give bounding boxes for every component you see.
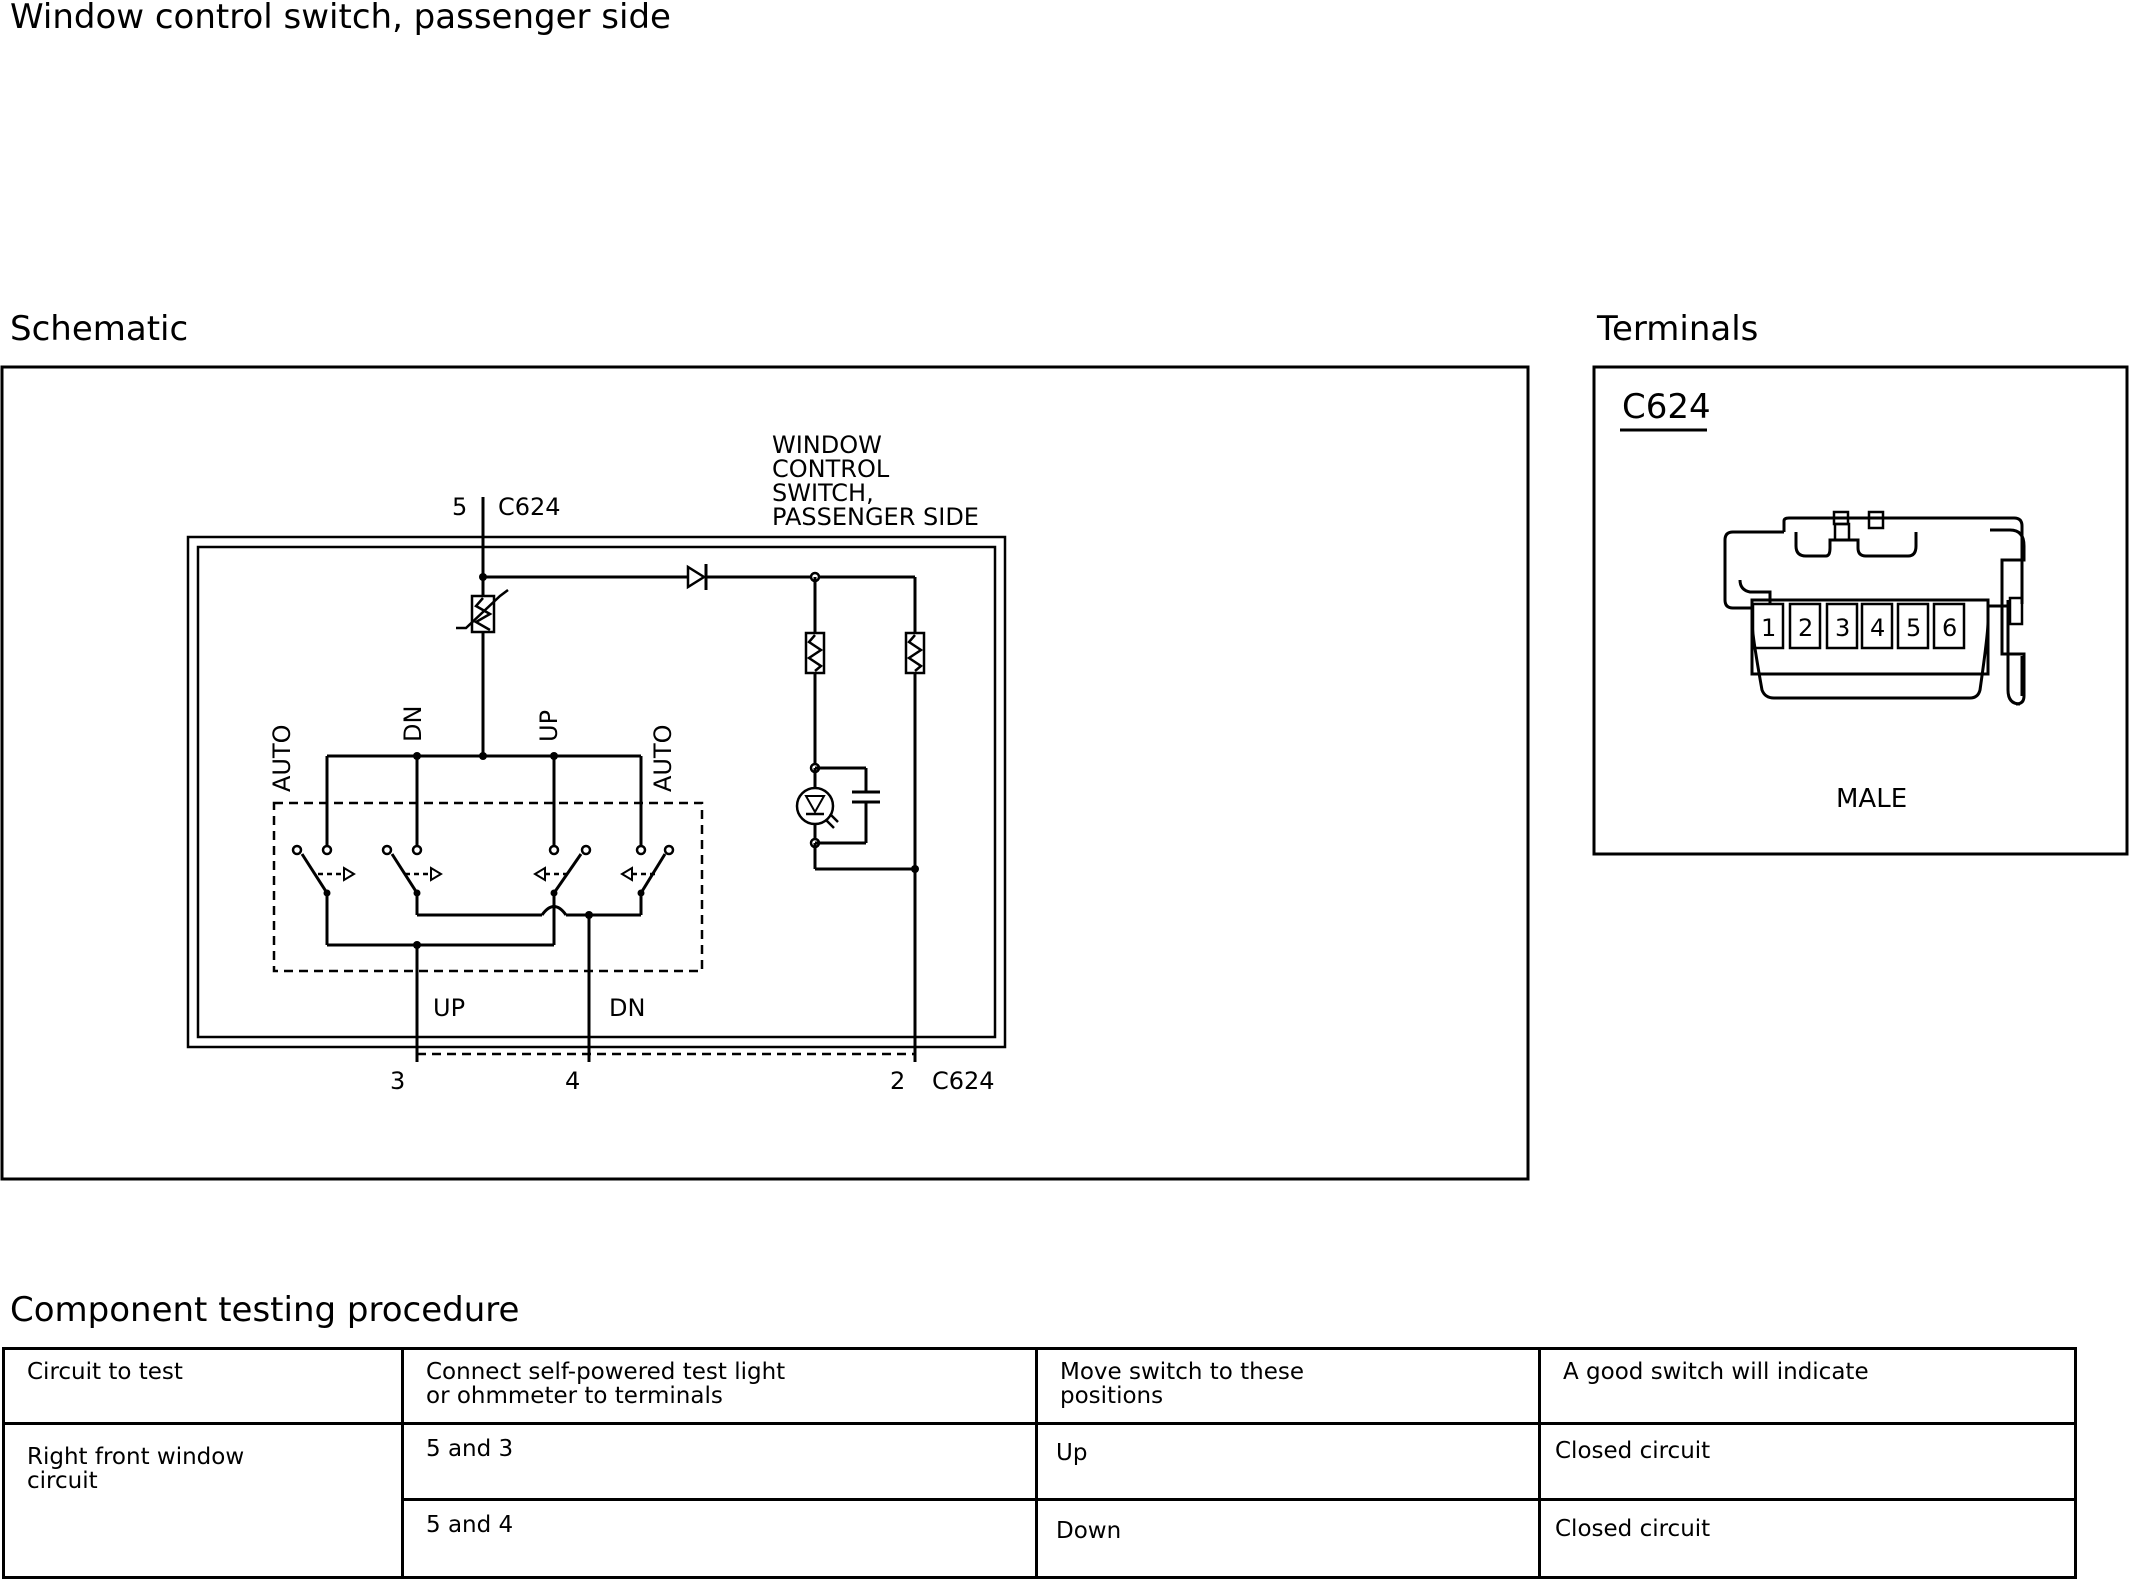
component-label: WINDOW CONTROL SWITCH, PASSENGER SIDE xyxy=(772,431,979,531)
resistor-right xyxy=(904,631,926,675)
switch-block xyxy=(272,801,704,973)
terminal-pin-4: 4 xyxy=(1870,614,1885,642)
page-title: Window control switch, passenger side xyxy=(10,0,671,37)
testing-procedure-table: Circuit to test Connect self-powered tes… xyxy=(2,1347,2077,1579)
terminal-pin-3: 3 xyxy=(1835,614,1850,642)
header-result: A good switch will indicate xyxy=(1538,1347,2077,1425)
terminals-cell: 5 and 3 xyxy=(401,1422,1038,1501)
connector-gender-label: MALE xyxy=(1836,784,1907,814)
dn-output-label: DN xyxy=(609,994,645,1022)
dn-contact-label: DN xyxy=(399,706,427,742)
top-connector-label: C624 xyxy=(498,493,561,521)
up-contact-label: UP xyxy=(535,710,563,742)
switch-housing-inner xyxy=(196,545,997,1039)
pin-4-label: 4 xyxy=(565,1067,580,1095)
switch-contacts xyxy=(291,844,675,897)
terminal-pin-5: 5 xyxy=(1906,614,1921,642)
result-cell: Closed circuit xyxy=(1538,1422,2077,1501)
position-cell: Down xyxy=(1035,1498,1541,1579)
position-cell: Up xyxy=(1035,1422,1541,1501)
ptc-thermistor xyxy=(456,589,509,634)
testing-heading: Component testing procedure xyxy=(10,1290,520,1330)
auto-right-label: AUTO xyxy=(649,724,677,792)
table-header-row: Circuit to test Connect self-powered tes… xyxy=(2,1347,2077,1425)
terminal-pin-2: 2 xyxy=(1798,614,1813,642)
terminal-pin-6: 6 xyxy=(1942,614,1957,642)
auto-left-label: AUTO xyxy=(268,724,296,792)
resistor-left xyxy=(804,631,826,675)
svg-text:CONTROL: CONTROL xyxy=(772,455,890,483)
terminal-pin-1: 1 xyxy=(1761,614,1776,642)
result-cell: Closed circuit xyxy=(1538,1498,2077,1579)
diode-symbol xyxy=(686,564,708,590)
top-pin-label: 5 xyxy=(452,493,467,521)
bottom-connector-label: C624 xyxy=(932,1067,995,1095)
pin-3-label: 3 xyxy=(390,1067,405,1095)
connector-pin-cells: 1 2 3 4 5 6 xyxy=(1751,602,1966,650)
svg-text:SWITCH,: SWITCH, xyxy=(772,479,874,507)
connector-c624-drawing xyxy=(1723,510,2026,706)
up-output-label: UP xyxy=(433,994,465,1022)
svg-text:WINDOW: WINDOW xyxy=(772,431,882,459)
terminals-connector-label: C624 xyxy=(1622,387,1711,427)
svg-text:PASSENGER SIDE: PASSENGER SIDE xyxy=(772,503,979,531)
terminals-frame xyxy=(1592,365,2129,856)
led-symbol xyxy=(795,786,839,829)
pin-2-label: 2 xyxy=(890,1067,905,1095)
schematic-frame xyxy=(0,365,1530,1181)
header-circuit: Circuit to test xyxy=(2,1347,404,1425)
schematic-heading: Schematic xyxy=(10,309,189,349)
led-capacitor xyxy=(852,790,880,804)
switch-housing-outer xyxy=(186,535,1007,1049)
terminals-heading: Terminals xyxy=(1597,309,1759,349)
terminals-cell: 5 and 4 xyxy=(401,1498,1038,1579)
